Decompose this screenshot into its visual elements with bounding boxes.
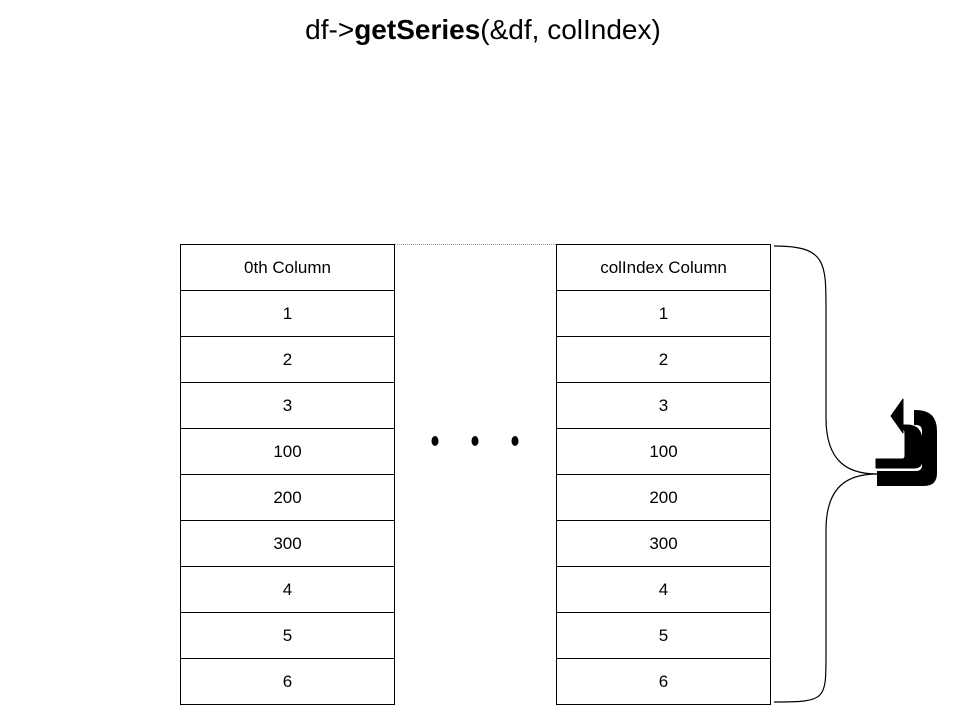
right-column-cell: 6 (556, 659, 771, 705)
right-column-cell: 200 (556, 475, 771, 521)
left-column-cell: 6 (180, 659, 395, 705)
return-arrow-icon (877, 410, 937, 486)
left-column-cell: 100 (180, 429, 395, 475)
right-column-cell: 4 (556, 567, 771, 613)
title-prefix: df-> (305, 14, 355, 45)
right-column-cell: 100 (556, 429, 771, 475)
ellipsis-icon (431, 436, 519, 446)
ellipsis-dot (511, 436, 519, 446)
curly-brace (773, 245, 878, 703)
left-column-cell: 5 (180, 613, 395, 659)
title-function-name: getSeries (354, 14, 481, 45)
ellipsis-dot (431, 436, 439, 446)
left-column-cell: 2 (180, 337, 395, 383)
ellipsis-dot (471, 436, 479, 446)
function-call-title: df->getSeries(&df, colIndex) (0, 10, 960, 50)
return-arrow-icon (875, 398, 923, 469)
left-column-cell: 1 (180, 291, 395, 337)
left-column-cell: 200 (180, 475, 395, 521)
right-column-table: colIndex Column 1 2 3 100 200 300 4 5 6 (556, 244, 771, 705)
right-column-cell: 3 (556, 383, 771, 429)
left-column-cell: 300 (180, 521, 395, 567)
right-column-cell: 300 (556, 521, 771, 567)
right-column-cell: 1 (556, 291, 771, 337)
left-column-table: 0th Column 1 2 3 100 200 300 4 5 6 (180, 244, 395, 705)
right-column-cell: 5 (556, 613, 771, 659)
left-column-header: 0th Column (180, 244, 395, 291)
title-args: (&df, colIndex) (480, 14, 661, 45)
left-column-cell: 3 (180, 383, 395, 429)
right-column-cell: 2 (556, 337, 771, 383)
right-column-header: colIndex Column (556, 244, 771, 291)
left-column-cell: 4 (180, 567, 395, 613)
